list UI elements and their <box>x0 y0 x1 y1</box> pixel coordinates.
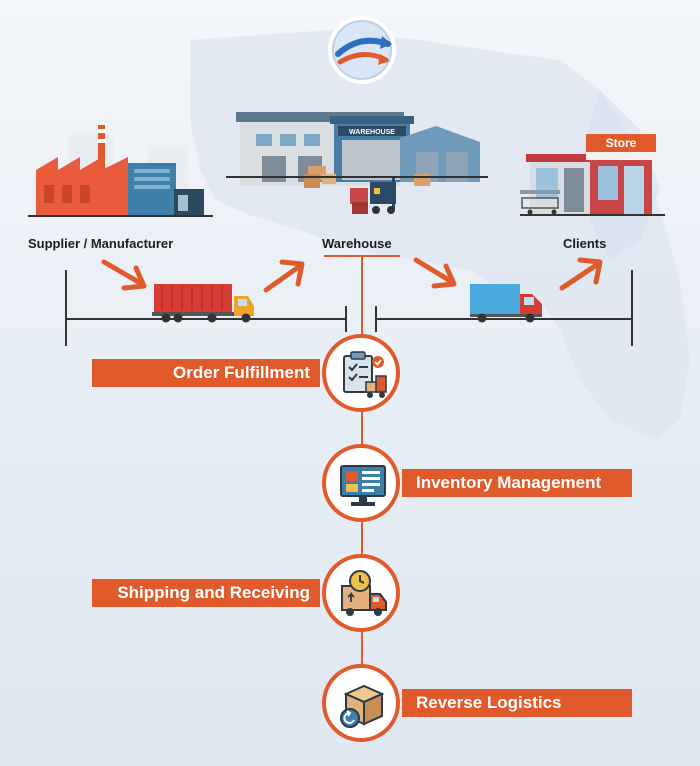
warehouse-sign: WAREHOUSE <box>349 129 395 136</box>
monitor-inventory-icon <box>340 465 386 506</box>
arrow-right-up-2 <box>559 261 601 291</box>
warehouse-label: Warehouse <box>322 236 392 251</box>
factory-illustration <box>28 125 213 217</box>
arrow-right-up-1 <box>263 263 303 293</box>
service-icon-circle-2 <box>322 444 400 522</box>
arrow-right-down-2 <box>413 257 455 285</box>
store-sign: Store <box>606 136 637 150</box>
service-bar-inventory-management: Inventory Management <box>402 469 632 497</box>
service-bar-reverse-logistics: Reverse Logistics <box>402 689 632 717</box>
box-return-icon <box>340 684 385 728</box>
service-icon-circle-3 <box>322 554 400 632</box>
service-icon-circle-4 <box>322 664 400 742</box>
service-icon-circle-1 <box>322 334 400 412</box>
store-illustration: Store <box>520 134 665 216</box>
clients-label: Clients <box>563 236 607 251</box>
clipboard-forklift-icon <box>343 351 387 398</box>
service-bar-order-fulfillment: Order Fulfillment <box>92 359 320 387</box>
container-truck-icon <box>152 284 254 323</box>
supplier-label: Supplier / Manufacturer <box>28 236 174 251</box>
arrow-right-down-1 <box>101 259 145 287</box>
service-bar-shipping-receiving: Shipping and Receiving <box>92 579 320 607</box>
globe-logo-icon <box>328 16 396 84</box>
delivery-truck-icon <box>470 284 542 323</box>
warehouse-illustration: WAREHOUSE <box>226 112 488 214</box>
clock-truck-icon <box>341 570 387 616</box>
